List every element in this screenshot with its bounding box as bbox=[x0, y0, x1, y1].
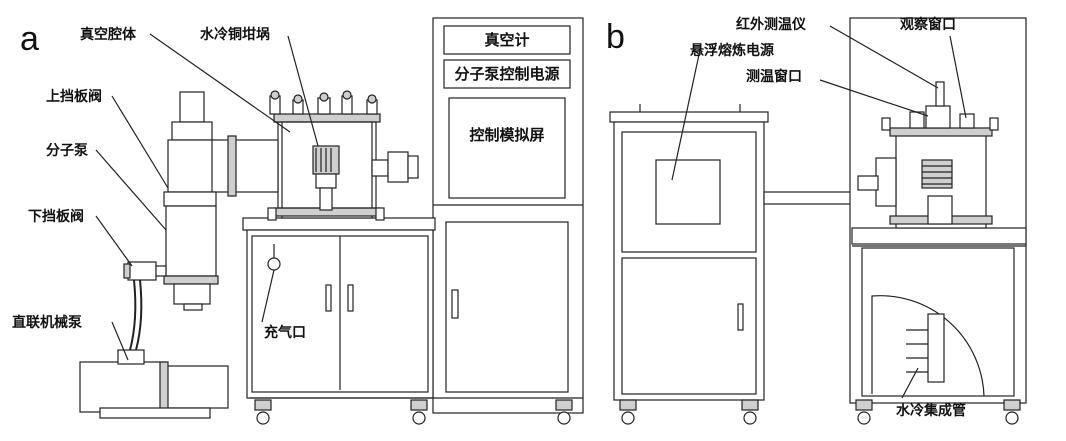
panel-pump-power: 分子泵控制电源 bbox=[454, 65, 560, 83]
panel-control-screen: 控制模拟屏 bbox=[469, 126, 545, 144]
label-mechanical-pump: 直联机械泵 bbox=[12, 315, 82, 331]
base-cabinet bbox=[242, 217, 583, 425]
panel-a-leaders bbox=[95, 33, 319, 361]
panel-b-leaders bbox=[671, 25, 967, 399]
water-manifold-drawing bbox=[871, 295, 985, 397]
label-upper-baffle-valve: 上挡板阀 bbox=[46, 89, 102, 105]
panel-label-b: b bbox=[606, 18, 625, 56]
label-observation-window: 观察窗口 bbox=[900, 17, 956, 33]
label-lower-baffle-valve: 下挡板阀 bbox=[28, 209, 84, 225]
label-levitation-power: 悬浮熔炼电源 bbox=[690, 43, 774, 59]
panel-label-a: a bbox=[20, 20, 39, 58]
levitation-chamber bbox=[857, 81, 999, 229]
label-vacuum-chamber: 真空腔体 bbox=[80, 27, 136, 43]
mechanical-pump bbox=[79, 349, 229, 419]
label-gas-inlet: 充气口 bbox=[264, 325, 306, 341]
panel-vacuum-gauge: 真空计 bbox=[484, 31, 530, 49]
label-water-cooled-crucible: 水冷铜坩埚 bbox=[200, 27, 270, 43]
label-water-manifold: 水冷集成管 bbox=[896, 403, 966, 419]
molecular-pump-assembly bbox=[123, 91, 279, 351]
label-temp-window: 测温窗口 bbox=[746, 69, 802, 85]
label-molecular-pump: 分子泵 bbox=[46, 143, 88, 159]
power-cabinet bbox=[609, 104, 859, 425]
label-ir-thermometer: 红外测温仪 bbox=[736, 17, 806, 33]
control-cabinet bbox=[432, 17, 584, 414]
vacuum-chamber bbox=[267, 90, 419, 221]
